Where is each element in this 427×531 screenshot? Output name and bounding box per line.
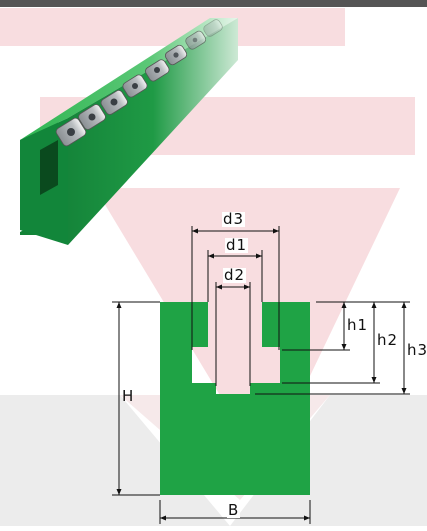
guide-rail-photo — [20, 18, 238, 245]
dimension-arrows — [116, 228, 407, 521]
label-d1: d1 — [225, 236, 249, 254]
label-d3: d3 — [222, 210, 246, 228]
profile-cross-section — [160, 302, 310, 495]
label-h1: h1 — [346, 316, 370, 334]
top-bar — [0, 0, 427, 7]
label-h3: h3 — [406, 343, 427, 358]
label-d2: d2 — [223, 266, 247, 284]
label-h2: h2 — [376, 331, 400, 349]
label-H: H — [122, 387, 135, 405]
label-B: B — [227, 501, 241, 519]
